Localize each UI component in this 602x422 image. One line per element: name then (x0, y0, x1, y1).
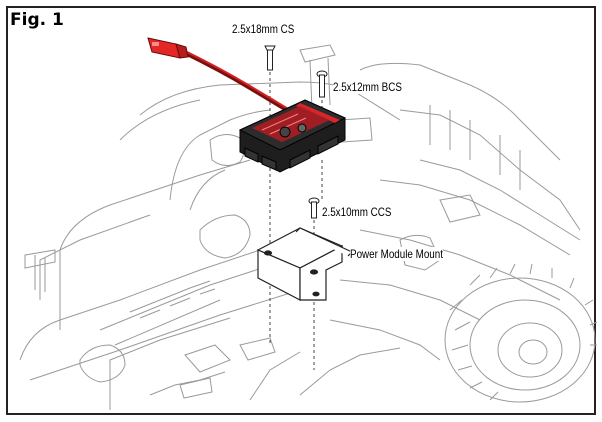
figure-label: Fig. 1 (10, 10, 64, 30)
power-wire (182, 49, 292, 114)
power-module (238, 99, 347, 173)
callout-screw-12mm: 2.5x12mm BCS (333, 80, 402, 94)
screw-2.5x12mm-bcs (316, 70, 328, 98)
chassis-linework (19, 44, 581, 410)
figure-frame (6, 6, 596, 415)
red-connector (147, 37, 189, 59)
tire-linework (444, 263, 598, 403)
callout-power-module-mount: Power Module Mount (350, 247, 443, 261)
screw-2.5x10mm-ccs (308, 197, 320, 219)
callout-screw-18mm: 2.5x18mm CS (232, 22, 295, 36)
callout-screw-10mm: 2.5x10mm CCS (322, 205, 392, 219)
power-module-mount (256, 227, 354, 301)
screw-2.5x18mm-cs (264, 45, 276, 71)
